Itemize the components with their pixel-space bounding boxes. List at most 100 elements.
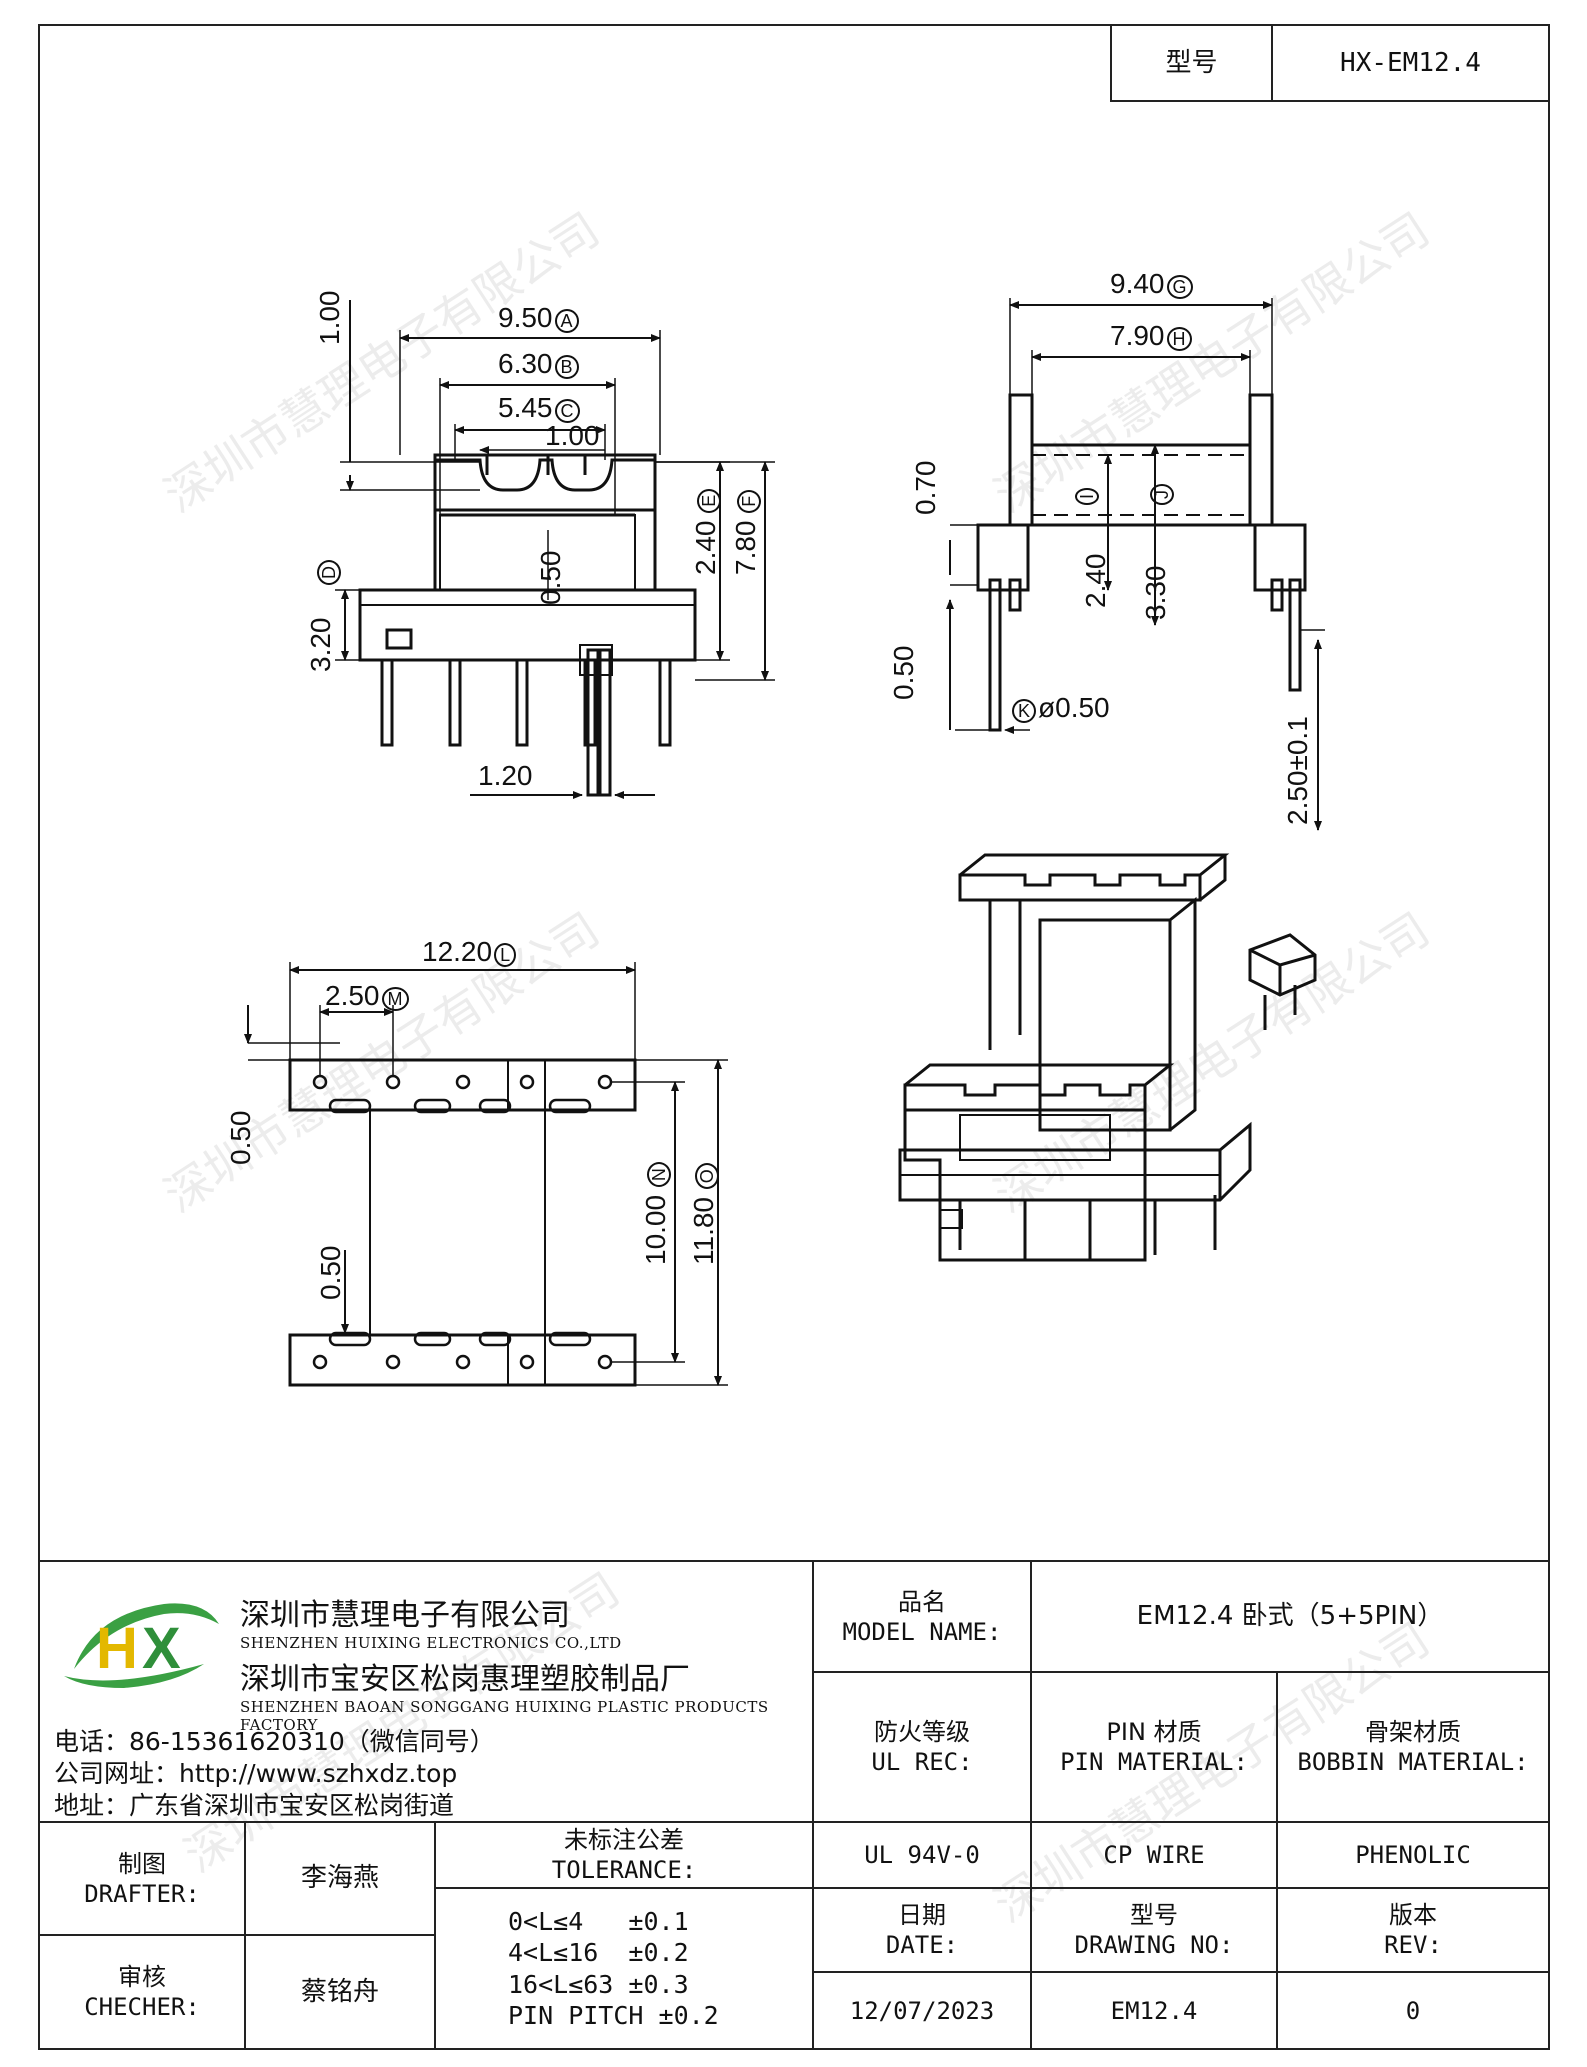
dim-side-pin-len: 0.50 [888, 645, 919, 701]
drawing-no-value: EM12.4 [1030, 1971, 1278, 2050]
dim-front-b-value: 6.30 [498, 348, 553, 379]
dim-bottom-n-tag: N [647, 1162, 671, 1188]
tolerance-table: 0<L≤4 ±0.1 4<L≤16 ±0.2 16<L≤63 ±0.3 PIN … [434, 1887, 814, 2050]
revision-value: 0 [1276, 1971, 1550, 2050]
checker-name: 蔡铭舟 [244, 1934, 436, 2050]
dim-front-f: 7.80 F [730, 489, 762, 576]
checker-name-text: 蔡铭舟 [300, 1976, 379, 2007]
date-value-text: 12/07/2023 [849, 1996, 995, 2025]
fire-rating-cn: 防火等级 [874, 1718, 970, 1746]
model-name-cn: 品名 [898, 1587, 946, 1616]
dim-side-i-tag-text: I [1075, 487, 1099, 505]
checker-cn: 审核 [118, 1963, 166, 1991]
drafter-name: 李海燕 [244, 1821, 436, 1936]
date-value: 12/07/2023 [812, 1971, 1032, 2050]
tolerance-row: 4<L≤16 ±0.2 [508, 1938, 689, 1968]
drafter-en: DRAFTER: [84, 1879, 200, 1908]
dim-side-g-value: 9.40 [1110, 268, 1165, 299]
company-name-en: SHENZHEN HUIXING ELECTRONICS CO.,LTD [240, 1634, 622, 1652]
dim-bottom-o-value: 11.80 [688, 1197, 719, 1265]
date-label: 日期 DATE: [812, 1887, 1032, 1973]
dim-bottom-m-tag: M [381, 987, 409, 1011]
drawing-no-cn: 型号 [1130, 1901, 1178, 1929]
dim-side-j-tag: J [1143, 484, 1175, 505]
revision-en: REV: [1384, 1931, 1442, 1959]
dim-bottom-wall: 0.50 [315, 1245, 346, 1301]
revision-label: 版本 REV: [1276, 1887, 1550, 1973]
dim-bottom-m-value: 2.50 [325, 980, 380, 1011]
revision-cn: 版本 [1389, 1901, 1437, 1929]
bobbin-material-value-text: PHENOLIC [1355, 1841, 1471, 1869]
checker-en: CHECHER: [84, 1993, 200, 2021]
tolerance-row: PIN PITCH ±0.2 [508, 2000, 719, 2030]
header-model-value-text: HX-EM12.4 [1340, 47, 1481, 78]
tolerance-row: 0<L≤4 ±0.1 [508, 1907, 689, 1936]
dim-bottom-n: 10.00 N [640, 1162, 672, 1265]
date-en: DATE: [885, 1931, 959, 1959]
bobbin-material-label: 骨架材质 BOBBIN MATERIAL: [1276, 1671, 1550, 1823]
dim-front-e-value: 2.40 [690, 520, 721, 576]
dim-side-flange: 0.70 [910, 460, 941, 516]
pin-material-cn: PIN 材质 [1106, 1718, 1202, 1746]
dim-front-a-tag: A [554, 309, 579, 333]
dim-front-d: 3.20 [305, 617, 336, 673]
dim-front-d-tag-text: D [317, 560, 341, 585]
company-website: 公司网址：http://www.szhxdz.top [54, 1759, 458, 1788]
model-name-en: MODEL NAME: [842, 1617, 1002, 1646]
fire-rating-value: UL 94V-0 [812, 1821, 1032, 1889]
pin-material-value-text: CP WIRE [1103, 1841, 1205, 1869]
dim-bottom-o-tag: O [695, 1163, 719, 1190]
dim-front-pitch: 1.20 [478, 760, 533, 791]
factory-name-cn: 深圳市宝安区松岗惠理塑胶制品厂 [240, 1662, 690, 1697]
dim-side-g-tag: G [1166, 275, 1193, 299]
dim-bottom-o: 11.80 O [688, 1163, 720, 1265]
company-name-cn: 深圳市慧理电子有限公司 [240, 1598, 570, 1633]
header-model-label-text: 型号 [1165, 47, 1218, 78]
dim-side-h-value: 7.90 [1110, 320, 1165, 351]
bobbin-material-value: PHENOLIC [1276, 1821, 1550, 1889]
dim-front-wall: 0.50 [535, 550, 566, 606]
dim-side-j-tag-text: J [1150, 484, 1174, 505]
dim-front-f-tag: F [737, 489, 761, 513]
pin-material-value: CP WIRE [1030, 1821, 1278, 1889]
logo-letters: H [96, 1616, 138, 1681]
dim-front-d-tag: D [310, 560, 342, 585]
company-address: 地址：广东省深圳市宝安区松岗街道 [54, 1791, 455, 1820]
dim-bottom-l-value: 12.20 [422, 936, 493, 967]
model-name-label: 品名 MODEL NAME: [812, 1560, 1032, 1673]
dim-front-e-tag: E [697, 488, 721, 513]
technical-drawing [244, 298, 1325, 1387]
pin-material-en: PIN MATERIAL: [1060, 1748, 1248, 1776]
bobbin-material-en: BOBBIN MATERIAL: [1297, 1748, 1529, 1776]
checker-label: 审核 CHECHER: [38, 1934, 246, 2050]
drafter-label: 制图 DRAFTER: [38, 1821, 246, 1936]
dim-front-e: 2.40 E [690, 488, 722, 576]
bobbin-material-cn: 骨架材质 [1365, 1718, 1461, 1746]
logo-letters-x: X [142, 1616, 181, 1681]
dim-bottom-gap: 0.50 [225, 1110, 256, 1166]
company-info: H X 深圳市慧理电子有限公司 SHENZHEN HUIXING ELECTRO… [40, 1562, 814, 1822]
dim-side-j: 3.30 [1140, 565, 1171, 621]
model-name-value: EM12.4 卧式（5+5PIN） [1030, 1560, 1550, 1673]
tolerance-label: 未标注公差 TOLERANCE: [434, 1821, 814, 1889]
dim-side-pin-ext: 2.50±0.1 [1282, 716, 1313, 825]
side-view [946, 298, 1325, 831]
dim-front-c-tag: C [554, 399, 580, 423]
date-cn: 日期 [898, 1901, 946, 1929]
dim-side-h-tag: H [1166, 327, 1192, 351]
pin-material-label: PIN 材质 PIN MATERIAL: [1030, 1671, 1278, 1823]
dim-front-f-value: 7.80 [730, 520, 761, 576]
tolerance-en: TOLERANCE: [551, 1856, 697, 1884]
drawing-no-en: DRAWING NO: [1074, 1931, 1234, 1959]
dim-front-b-tag: B [554, 355, 579, 379]
drawing-no-label: 型号 DRAWING NO: [1030, 1887, 1278, 1973]
model-name-value-text: EM12.4 卧式（5+5PIN） [1136, 1601, 1444, 1632]
